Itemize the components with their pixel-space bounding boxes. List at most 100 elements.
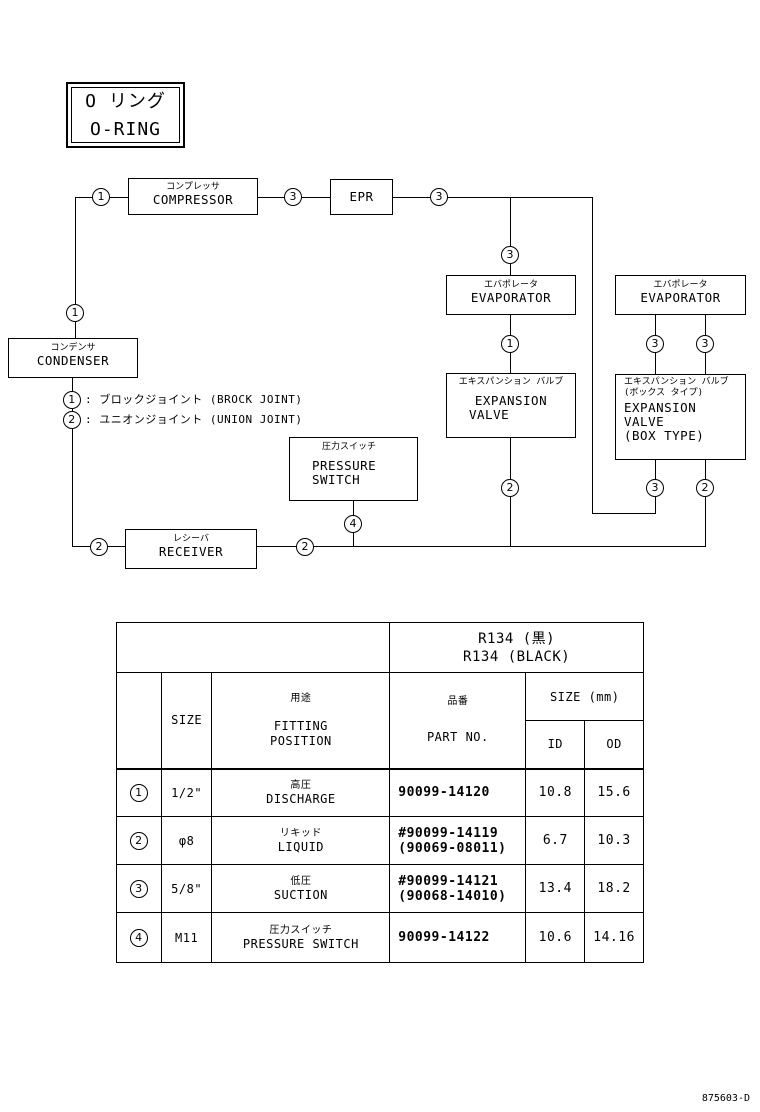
o-ring-table: R134 (黒) R134 (BLACK) SIZE 用途 FITTING PO… bbox=[115, 622, 644, 963]
pressure-switch-en1: PRESSURE bbox=[312, 458, 377, 473]
row-part: 90099-14120 bbox=[398, 785, 490, 801]
expansion-valve-2-jp1: エキスパンション バルブ bbox=[624, 377, 729, 387]
legend-marker: 2 bbox=[63, 411, 81, 429]
marker-3-box-evap-right: 3 bbox=[696, 335, 714, 353]
evaporator-jp: エバポレータ bbox=[483, 280, 538, 290]
title-jp: O リング bbox=[85, 91, 166, 112]
row-size: 5/8" bbox=[160, 864, 213, 913]
expansion-valve-jp: エキスパンション バルブ bbox=[458, 377, 564, 387]
row-fitting-en: PRESSURE SWITCH bbox=[242, 936, 359, 951]
legend-text: : ユニオンジョイント (UNION JOINT) bbox=[85, 413, 303, 426]
fitting-header: 用途 FITTING POSITION bbox=[211, 672, 391, 769]
compressor-en: COMPRESSOR bbox=[152, 192, 234, 207]
row-size: φ8 bbox=[160, 816, 213, 865]
title-en: O-RING bbox=[89, 119, 162, 140]
row-part-alt: (90069-08011) bbox=[398, 840, 507, 856]
evaporator-box-type-box: エバポレータ EVAPORATOR bbox=[615, 275, 746, 315]
epr-box: EPR bbox=[330, 179, 393, 215]
document-code: 875603-D bbox=[701, 1093, 750, 1104]
part-header-jp: 品番 bbox=[447, 696, 469, 708]
marker-2-receiver-in: 2 bbox=[90, 538, 108, 556]
legend-marker: 1 bbox=[63, 391, 81, 409]
expansion-valve-2-en1: EXPANSION bbox=[624, 400, 697, 415]
fitting-header-jp: 用途 bbox=[290, 692, 312, 704]
legend-text: : ブロックジョイント (BROCK JOINT) bbox=[85, 393, 303, 406]
pressure-switch-jp: 圧力スイッチ bbox=[322, 442, 377, 452]
pressure-switch-box: 圧力スイッチ PRESSURE SWITCH bbox=[289, 437, 418, 501]
row-marker: 1 bbox=[129, 783, 148, 802]
row-od: 10.3 bbox=[584, 816, 644, 865]
row-id: 6.7 bbox=[525, 816, 586, 865]
expansion-valve-en1: EXPANSION bbox=[474, 393, 548, 408]
receiver-jp: レシーバ bbox=[173, 534, 209, 544]
row-fitting-jp: 低圧 bbox=[290, 875, 312, 887]
evaporator-2-jp: エバポレータ bbox=[653, 280, 708, 290]
row-marker: 3 bbox=[129, 879, 148, 898]
condenser-box: コンデンサ CONDENSER bbox=[8, 338, 138, 378]
part-header-en: PART NO. bbox=[426, 730, 489, 745]
row-id: 10.8 bbox=[525, 768, 586, 817]
condenser-jp: コンデンサ bbox=[50, 343, 96, 353]
row-fitting-jp: 圧力スイッチ bbox=[269, 924, 333, 936]
evaporator-en: EVAPORATOR bbox=[470, 290, 552, 305]
row-fitting-en: SUCTION bbox=[273, 887, 328, 902]
row-part-alt: (90068-14010) bbox=[398, 888, 507, 904]
row-part: 90099-14122 bbox=[398, 930, 490, 945]
marker-3-box-evap-left: 3 bbox=[646, 335, 664, 353]
joint-legend: 1 : ブロックジョイント (BROCK JOINT) 2 : ユニオンジョイント … bbox=[63, 390, 302, 430]
fitting-header-en2: POSITION bbox=[269, 733, 332, 748]
row-fitting-en: DISCHARGE bbox=[266, 791, 336, 806]
refrigerant-en: R134 (BLACK) bbox=[463, 648, 571, 665]
marker-4-pressure-switch: 4 bbox=[344, 515, 362, 533]
row-id: 13.4 bbox=[525, 864, 586, 913]
expansion-valve-2-jp2: (ボックス タイプ) bbox=[624, 388, 703, 398]
marker-1-compressor-in: 1 bbox=[92, 188, 110, 206]
row-fitting-jp: リキッド bbox=[279, 827, 322, 839]
row-size: 1/2" bbox=[160, 768, 213, 817]
fitting-header-en1: FITTING bbox=[273, 718, 328, 733]
row-id: 10.6 bbox=[525, 912, 586, 963]
row-size: M11 bbox=[160, 912, 213, 963]
od-header: OD bbox=[584, 720, 644, 769]
row-marker: 2 bbox=[129, 831, 148, 850]
marker-2-expansion-liquid: 2 bbox=[501, 479, 519, 497]
expansion-valve-box-type-box: エキスパンション バルブ (ボックス タイプ) EXPANSION VALVE … bbox=[615, 374, 746, 460]
condenser-en: CONDENSER bbox=[36, 353, 110, 368]
expansion-valve-box: エキスパンション バルブ EXPANSION VALVE bbox=[446, 373, 576, 438]
size-header: SIZE bbox=[160, 672, 213, 769]
row-part: #90099-14121 bbox=[398, 873, 499, 889]
compressor-jp: コンプレッサ bbox=[166, 182, 220, 192]
refrigerant-header: R134 (黒) R134 (BLACK) bbox=[389, 622, 644, 673]
evaporator-box: エバポレータ EVAPORATOR bbox=[446, 275, 576, 315]
row-od: 14.16 bbox=[584, 912, 644, 963]
marker-2-box-valve-right: 2 bbox=[696, 479, 714, 497]
row-fitting-en: LIQUID bbox=[277, 839, 325, 854]
part-header: 品番 PART NO. bbox=[389, 672, 527, 769]
marker-3-compressor-out: 3 bbox=[284, 188, 302, 206]
row-marker: 4 bbox=[129, 928, 148, 947]
epr-label: EPR bbox=[349, 189, 374, 204]
refrigerant-jp: R134 (黒) bbox=[478, 630, 556, 647]
legend-item: 2 : ユニオンジョイント (UNION JOINT) bbox=[63, 410, 302, 430]
size-mm-header: SIZE (mm) bbox=[525, 672, 644, 721]
pressure-switch-en2: SWITCH bbox=[312, 472, 361, 487]
legend-item: 1 : ブロックジョイント (BROCK JOINT) bbox=[63, 390, 302, 410]
row-fitting-jp: 高圧 bbox=[290, 779, 312, 791]
marker-1-expansion-in: 1 bbox=[501, 335, 519, 353]
marker-2-receiver-out: 2 bbox=[296, 538, 314, 556]
row-od: 15.6 bbox=[584, 768, 644, 817]
expansion-valve-en2: VALVE bbox=[469, 407, 510, 422]
title-box: O リング O-RING bbox=[66, 82, 185, 148]
expansion-valve-2-en2: VALVE bbox=[624, 414, 665, 429]
expansion-valve-2-en3: (BOX TYPE) bbox=[624, 428, 705, 443]
compressor-box: コンプレッサ COMPRESSOR bbox=[128, 178, 258, 215]
id-header: ID bbox=[525, 720, 586, 769]
marker-1-condenser-out: 1 bbox=[66, 304, 84, 322]
marker-3-epr-out: 3 bbox=[430, 188, 448, 206]
receiver-box: レシーバ RECEIVER bbox=[125, 529, 257, 569]
row-part: #90099-14119 bbox=[398, 825, 499, 841]
